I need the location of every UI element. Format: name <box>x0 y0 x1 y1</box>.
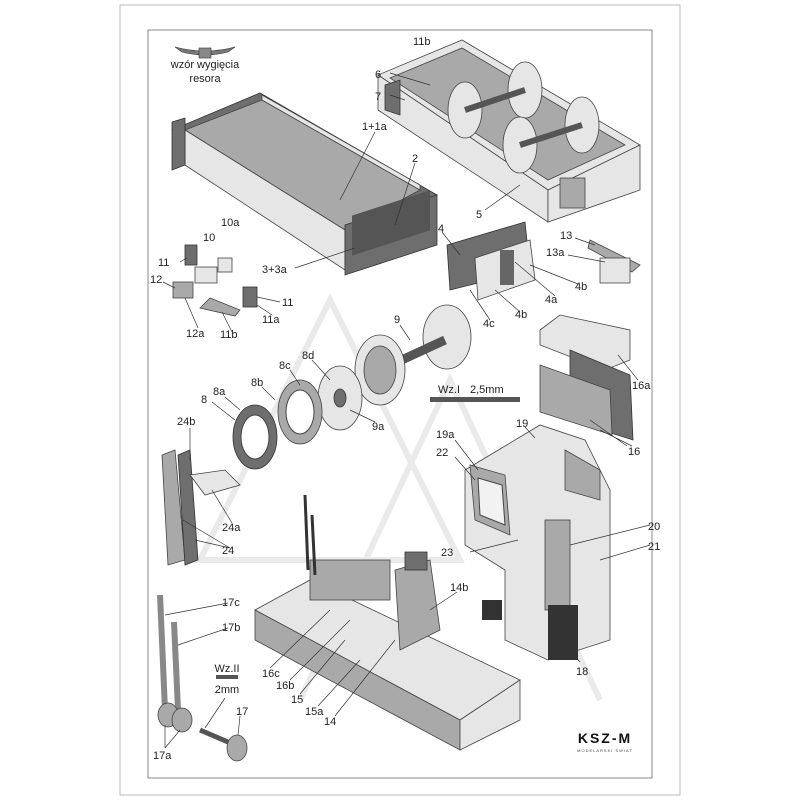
label-2: 2 <box>412 153 418 165</box>
part-labels: 11b 6 7 1+1a 2 5 4 13 13a 4b 4a 4b 4c 10… <box>150 36 660 762</box>
label-15: 15 <box>291 694 303 706</box>
label-18: 18 <box>576 666 588 678</box>
label-16b: 16b <box>276 680 294 692</box>
frame-part-5 <box>377 39 641 223</box>
parts-24 <box>161 449 241 566</box>
label-16: 16 <box>628 446 640 458</box>
label-11a: 11a <box>262 314 280 326</box>
label-17a: 17a <box>153 750 172 762</box>
label-5: 5 <box>476 209 482 221</box>
label-4: 4 <box>438 223 444 235</box>
scale-wz2-label: Wz.II <box>214 663 239 675</box>
wheel-rings-8 <box>232 365 363 470</box>
label-21: 21 <box>648 541 660 553</box>
label-4b-right: 4b <box>575 281 587 293</box>
label-8c: 8c <box>279 360 291 372</box>
label-16c: 16c <box>262 668 280 680</box>
label-4c: 4c <box>483 318 495 330</box>
label-16a: 16a <box>632 380 651 392</box>
spring-template-icon <box>174 46 236 59</box>
label-19: 19 <box>516 418 528 430</box>
label-8d: 8d <box>302 350 314 362</box>
label-6: 6 <box>375 69 381 81</box>
label-11-left: 11 <box>158 257 169 269</box>
label-15a: 15a <box>305 706 324 718</box>
parts-16 <box>539 314 634 441</box>
label-13: 13 <box>560 230 572 242</box>
label-4a: 4a <box>545 294 558 306</box>
label-9a: 9a <box>372 421 385 433</box>
scale-bar-wz1 <box>430 397 520 402</box>
label-17c: 17c <box>222 597 240 609</box>
label-8a: 8a <box>213 386 226 398</box>
label-13a: 13a <box>546 247 565 259</box>
label-24: 24 <box>222 545 234 557</box>
label-17b: 17b <box>222 622 240 634</box>
label-8: 8 <box>201 394 207 406</box>
coupler-part-13 <box>587 239 641 284</box>
scale-bar-wz2 <box>216 675 238 679</box>
label-11-right: 11 <box>282 297 293 309</box>
label-20: 20 <box>648 521 660 533</box>
scale-wz2-value: 2mm <box>215 684 239 696</box>
scale-wz1-value: 2,5mm <box>470 384 504 396</box>
label-14b: 14b <box>450 582 468 594</box>
note-line1: wzór wygięcia <box>170 59 240 71</box>
label-1-1a: 1+1a <box>362 121 388 133</box>
label-24a: 24a <box>222 522 241 534</box>
label-10a: 10a <box>221 217 240 229</box>
label-11b: 11b <box>220 329 238 341</box>
logo-subtitle: MODELARSKI ŚWIAT <box>577 748 633 753</box>
label-12a: 12a <box>186 328 205 340</box>
levers-part-17 <box>157 594 248 762</box>
label-19a: 19a <box>436 429 455 441</box>
leader-lines <box>162 72 651 749</box>
scale-wz1-label: Wz.I <box>438 384 460 396</box>
small-parts-10-12 <box>172 244 258 317</box>
wheelset-part-9 <box>354 304 472 406</box>
inner-frame <box>147 29 653 779</box>
label-4b-left: 4b <box>515 309 527 321</box>
cab-part-19 <box>464 424 611 661</box>
label-3-3a: 3+3a <box>262 264 288 276</box>
label-23: 23 <box>441 547 453 559</box>
label-14: 14 <box>324 716 336 728</box>
label-12: 12 <box>150 274 162 286</box>
label-9: 9 <box>394 314 400 326</box>
label-22: 22 <box>436 447 448 459</box>
label-7: 7 <box>375 91 381 103</box>
label-8b: 8b <box>251 377 263 389</box>
label-10: 10 <box>203 232 215 244</box>
buffer-beam-part-4 <box>446 221 536 301</box>
label-17: 17 <box>236 706 248 718</box>
label-24b: 24b <box>177 416 195 428</box>
logo: KSZ-M <box>578 730 632 746</box>
frame-part-1 <box>171 92 438 276</box>
note-line2: resora <box>189 73 221 85</box>
label-11b-top: 11b <box>413 36 431 48</box>
